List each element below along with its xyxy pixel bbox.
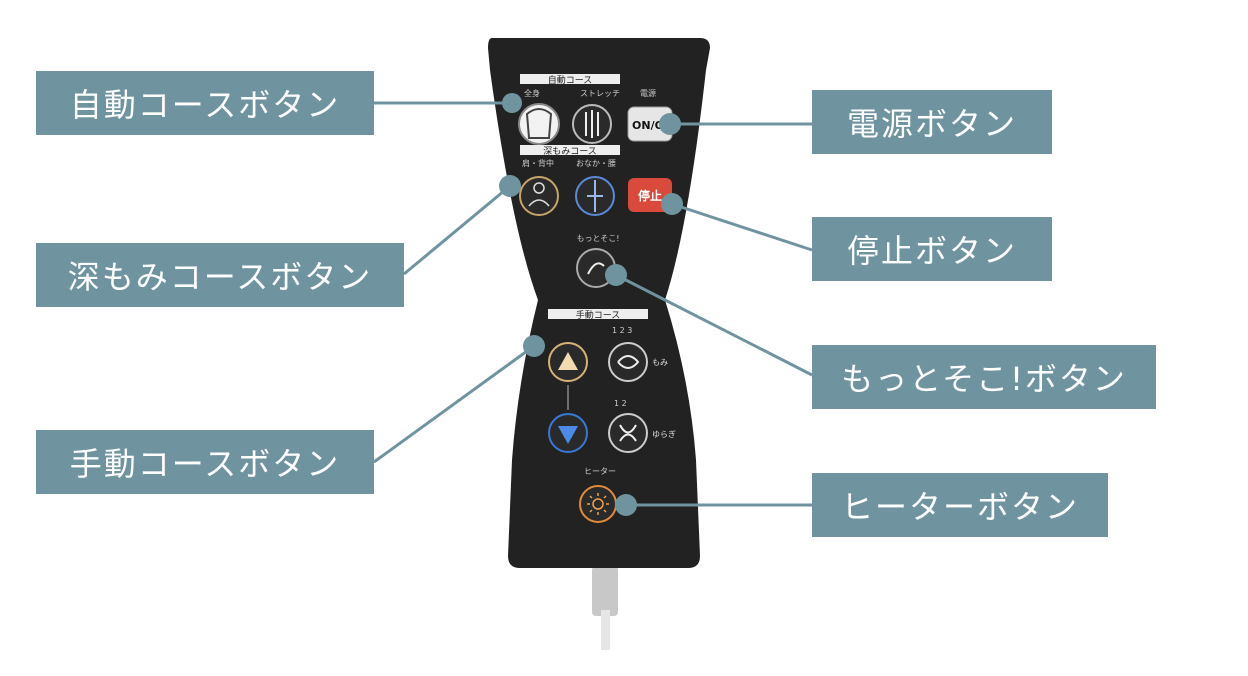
callout-manual-course: 手動コースボタン bbox=[36, 430, 374, 494]
auto-fullbody-button[interactable] bbox=[518, 103, 560, 145]
leader-manual bbox=[373, 344, 535, 464]
level-labels-bottom: 1 2 bbox=[614, 399, 627, 408]
level-labels-top: 1 2 3 bbox=[612, 326, 632, 335]
remote-cable bbox=[592, 566, 618, 650]
deep-course-header: 深もみコース bbox=[543, 146, 597, 157]
motto-soko-label: もっとそこ! bbox=[577, 234, 620, 243]
callout-motto-soko: もっとそこ!ボタン bbox=[812, 345, 1156, 409]
deep-shoulder-button[interactable] bbox=[519, 176, 559, 216]
manual-course-header: 手動コース bbox=[576, 309, 621, 321]
deep-course-header-bg bbox=[520, 145, 620, 155]
leader-lines bbox=[373, 93, 813, 516]
auto-course-header: 自動コース bbox=[548, 74, 593, 86]
callout-stop: 停止ボタン bbox=[812, 217, 1052, 281]
auto-course-header-bg bbox=[520, 74, 620, 84]
leader-deep bbox=[403, 184, 511, 276]
manual-course-header-bg bbox=[548, 309, 648, 319]
auto-stretch-button[interactable] bbox=[572, 104, 612, 144]
power-button[interactable]: ON/O bbox=[627, 106, 673, 142]
yurasa-button[interactable] bbox=[608, 413, 648, 453]
power-indicator-label: 電源 bbox=[640, 89, 656, 98]
callout-deep-course: 深もみコースボタン bbox=[36, 243, 404, 307]
deep-option-1-label: 肩・背中 bbox=[522, 158, 554, 168]
stop-button-label: 停止 bbox=[638, 188, 662, 203]
remote-body bbox=[488, 38, 710, 568]
callout-power: 電源ボタン bbox=[812, 90, 1052, 154]
momi-label: もみ bbox=[652, 358, 668, 367]
deep-option-2-label: おなか・腰 bbox=[576, 159, 616, 168]
heater-button[interactable] bbox=[579, 485, 617, 523]
auto-option-2-label: ストレッチ bbox=[580, 89, 620, 98]
leader-motto bbox=[615, 273, 813, 377]
callout-heater: ヒーターボタン bbox=[812, 473, 1108, 537]
auto-option-1-label: 全身 bbox=[524, 88, 540, 98]
leader-stop bbox=[671, 202, 813, 252]
deep-waist-button[interactable] bbox=[575, 176, 615, 216]
heater-label: ヒーター bbox=[584, 467, 616, 476]
stop-button[interactable]: 停止 bbox=[628, 178, 672, 212]
power-button-label: ON/O bbox=[632, 119, 664, 132]
callout-auto-course: 自動コースボタン bbox=[36, 71, 374, 135]
manual-up-button[interactable] bbox=[548, 342, 588, 382]
momi-button[interactable] bbox=[608, 342, 648, 382]
yurasa-label: ゆらぎ bbox=[652, 429, 676, 439]
manual-down-button[interactable] bbox=[548, 413, 588, 453]
